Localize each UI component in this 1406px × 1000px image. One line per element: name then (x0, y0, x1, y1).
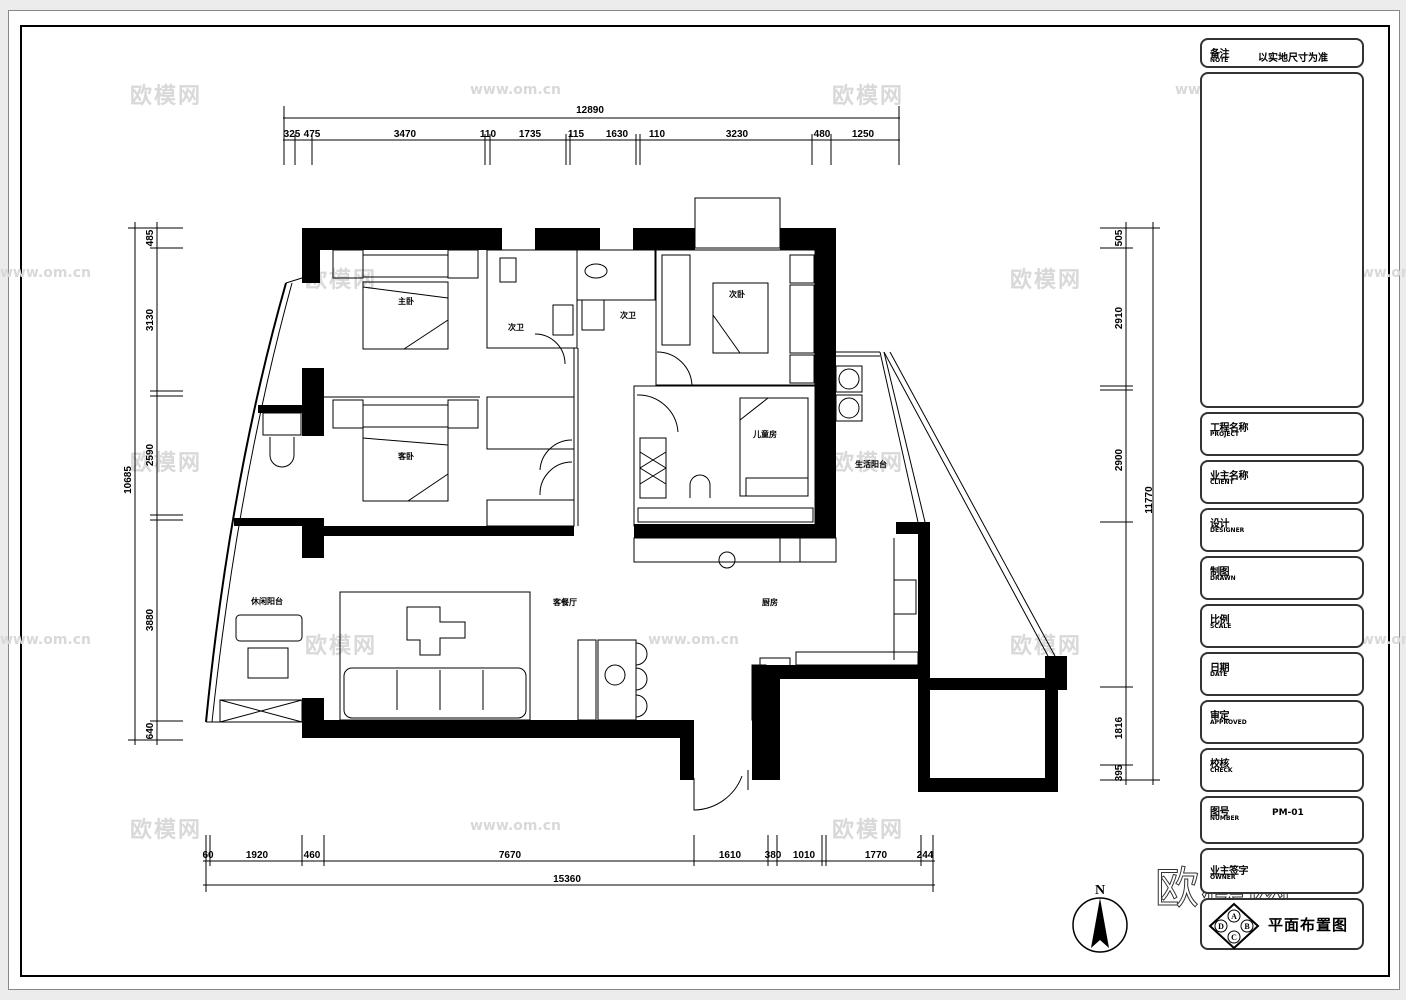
title-block-row-approved: 审定 APPROVED (1200, 700, 1364, 744)
dim-bottom-seg: 7670 (499, 850, 522, 861)
note-label: 备注 (1210, 49, 1230, 60)
row-label-en: OWNER (1210, 874, 1236, 881)
left-dimension-chain (128, 222, 183, 745)
interior-lines (205, 197, 1056, 811)
drawing-title: 平面布置图 (1268, 916, 1349, 934)
dim-left-seg: 2590 (145, 443, 156, 466)
dim-top-seg: 1630 (606, 129, 629, 140)
dim-bottom-seg: 60 (202, 850, 214, 861)
dim-left-seg: 640 (145, 722, 156, 739)
row-label-en: CHECK (1210, 767, 1233, 774)
title-block-drawing-title: A B C D 平面布置图 (1200, 898, 1364, 950)
room-label-master-bedroom: 主卧 (398, 296, 414, 306)
dim-top-seg: 3470 (394, 129, 417, 140)
north-arrow-icon (1072, 897, 1128, 953)
drawing-number: PM-01 (1272, 808, 1304, 818)
dim-left-seg: 485 (145, 229, 156, 246)
title-block-row-client: 业主名称 CLIENT (1200, 460, 1364, 504)
room-label-bathroom-2: 次卫 (620, 310, 636, 320)
row-label-en: DATE (1210, 671, 1228, 678)
dim-right-total: 11770 (1144, 486, 1155, 514)
title-block-row-scale: 比例 SCALE (1200, 604, 1364, 648)
drawing-sheet (8, 10, 1400, 990)
dim-top-seg: 115 (568, 129, 585, 140)
top-dimension-chain (283, 106, 900, 165)
dim-bottom-seg: 380 (765, 850, 782, 861)
title-block-row-project: 工程名称 PROJECT (1200, 412, 1364, 456)
title-block-row-owner: 业主签字 OWNER (1200, 848, 1364, 894)
dim-right-seg: 2910 (1114, 306, 1125, 329)
room-label-children-room: 儿童房 (752, 429, 777, 439)
title-block-row-drawn: 制图 DRAWN (1200, 556, 1364, 600)
walls (234, 228, 1067, 792)
row-label-en: NUMBER (1210, 815, 1240, 822)
bottom-dimension-chain (203, 835, 935, 892)
title-block-note: 备注 NOTE 以实地尺寸为准 (1200, 38, 1364, 68)
company-logo-icon: A B C D (1208, 902, 1260, 950)
title-block-row-number: 图号 NUMBER PM-01 (1200, 796, 1364, 844)
dim-bottom-total: 15360 (553, 874, 581, 885)
dim-right-seg: 2900 (1114, 448, 1125, 471)
room-label-second-bedroom: 次卧 (729, 289, 745, 299)
row-label-en: CLIENT (1210, 479, 1234, 486)
row-label: 业主名称 (1210, 471, 1249, 482)
row-label: 制图 (1210, 567, 1230, 578)
room-label-guest-bedroom: 客卧 (397, 451, 414, 461)
title-block-blank-area (1200, 72, 1364, 408)
dim-top-seg: 110 (480, 129, 497, 140)
row-label: 校核 (1210, 759, 1230, 770)
room-label-bathroom-1: 次卫 (508, 322, 524, 332)
note-value: 以实地尺寸为准 (1258, 53, 1328, 64)
dim-top-seg: 1735 (519, 129, 542, 140)
dim-top-seg: 110 (649, 129, 666, 140)
dim-top-seg: 325 (284, 129, 301, 140)
row-label-en: PROJECT (1210, 431, 1239, 438)
north-label: N (1095, 883, 1105, 898)
dim-top-seg: 475 (304, 129, 321, 140)
row-label: 业主签字 (1210, 866, 1249, 877)
drawing-frame (20, 25, 1390, 977)
room-label-utility-balcony: 生活阳台 (855, 459, 887, 469)
row-label: 工程名称 (1210, 423, 1249, 434)
dim-left-total: 10685 (123, 466, 134, 494)
dim-left-seg: 3880 (145, 608, 156, 631)
note-label-en: NOTE (1210, 57, 1229, 64)
logo-letter: C (1231, 933, 1237, 942)
row-label: 设计 (1210, 519, 1230, 530)
row-label-en: DRAWN (1210, 575, 1236, 582)
dim-bottom-seg: 1770 (865, 850, 888, 861)
row-label: 审定 (1210, 711, 1230, 722)
logo-letter: D (1218, 922, 1224, 931)
title-block-row-date: 日期 DATE (1200, 652, 1364, 696)
right-dimension-chain (1100, 222, 1160, 785)
row-label-en: APPROVED (1210, 719, 1247, 726)
dim-right-seg: 1816 (1114, 716, 1125, 739)
room-label-kitchen: 厨房 (762, 597, 778, 607)
dim-bottom-seg: 460 (304, 850, 321, 861)
row-label-en: DESIGNER (1210, 527, 1245, 534)
room-label-leisure-balcony: 休闲阳台 (250, 596, 283, 606)
row-label-en: SCALE (1210, 623, 1232, 630)
dim-right-seg: 395 (1114, 764, 1125, 781)
dim-left-seg: 3130 (145, 308, 156, 331)
dim-right-seg: 505 (1114, 229, 1125, 246)
row-label: 日期 (1210, 663, 1230, 674)
dim-top-seg: 480 (814, 129, 831, 140)
dim-bottom-seg: 244 (917, 850, 934, 861)
title-block-row-check: 校核 CHECK (1200, 748, 1364, 792)
dim-top-seg: 3230 (726, 129, 749, 140)
dim-bottom-seg: 1610 (719, 850, 742, 861)
logo-letter: A (1231, 912, 1237, 921)
dim-top-total: 12890 (576, 105, 604, 116)
row-label: 图号 (1210, 807, 1230, 818)
dim-bottom-seg: 1010 (793, 850, 816, 861)
logo-letter: B (1244, 922, 1250, 931)
row-label: 比例 (1210, 615, 1230, 626)
room-label-living-room: 客餐厅 (552, 597, 577, 607)
dim-bottom-seg: 1920 (246, 850, 269, 861)
title-block-row-designer: 设计 DESIGNER (1200, 508, 1364, 552)
dim-top-seg: 1250 (852, 129, 875, 140)
